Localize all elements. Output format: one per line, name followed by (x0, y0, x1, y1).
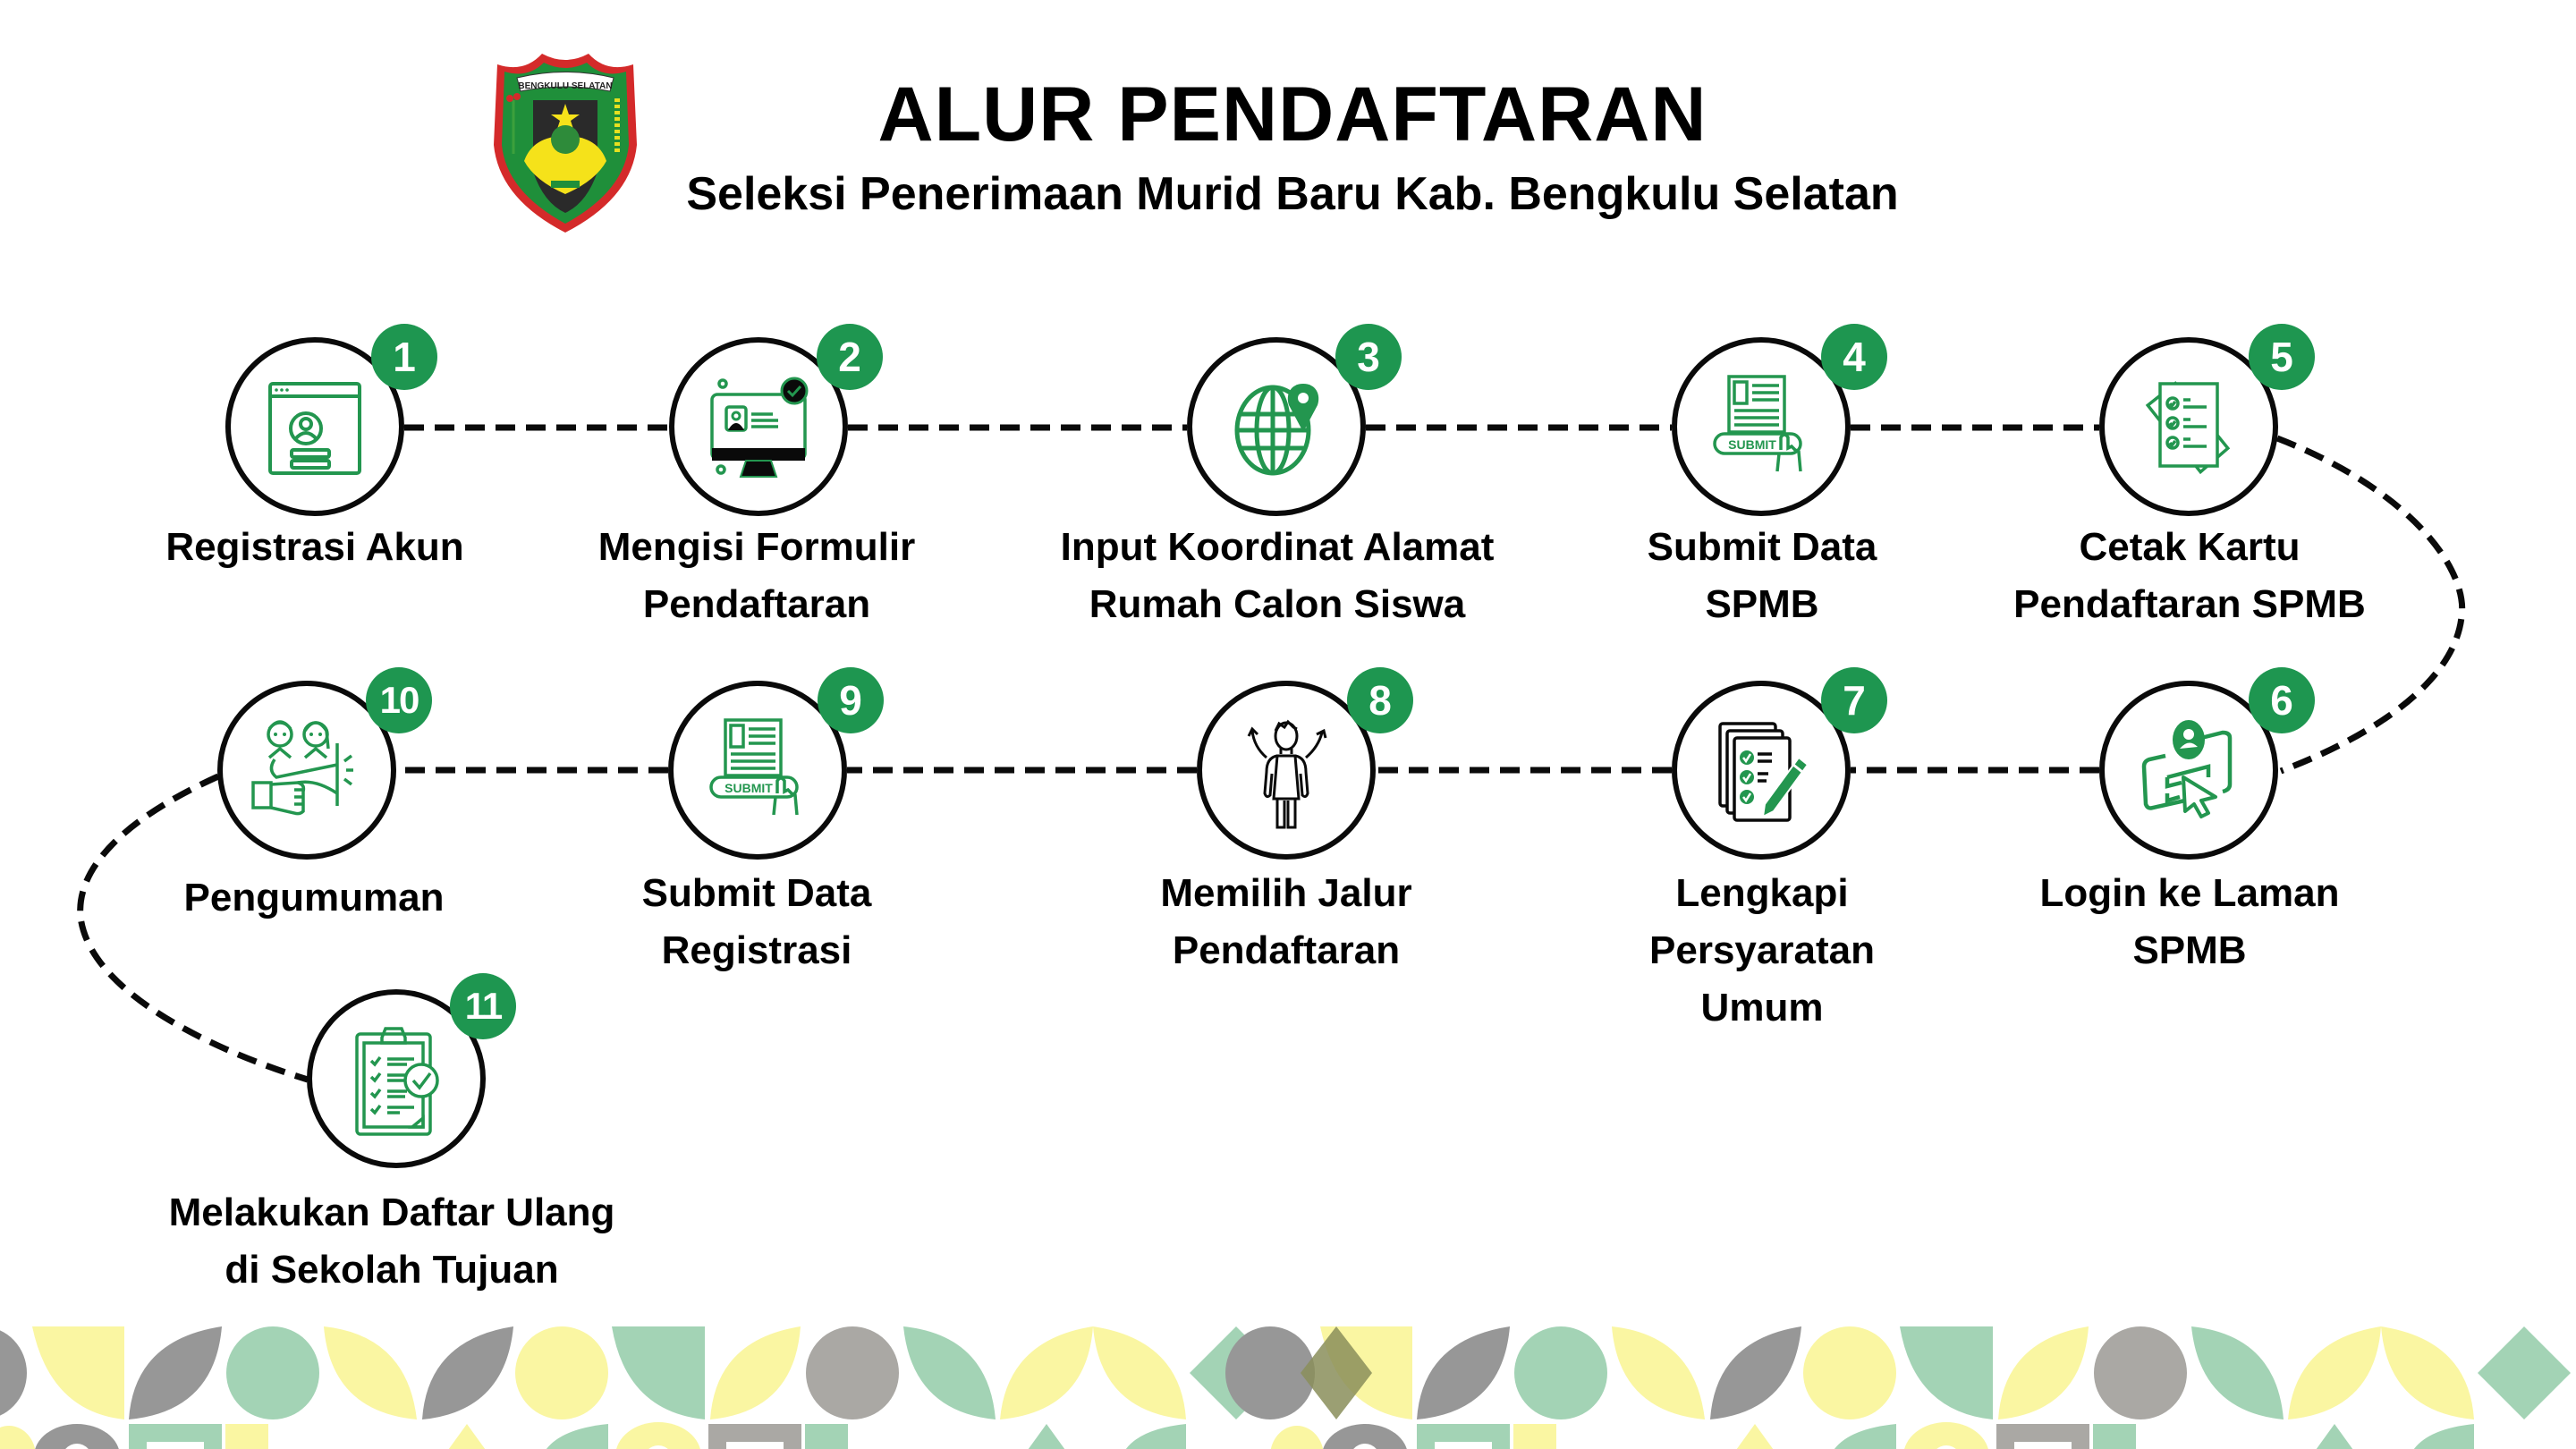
step-3-label-line2: Rumah Calon Siswa (1089, 582, 1466, 626)
bengkulu-selatan-logo: BENGKULU SELATAN (488, 47, 642, 236)
step-9-label: Submit Data Registrasi (470, 865, 1043, 979)
step-7-node (1672, 681, 1851, 860)
step-6-node (2099, 681, 2278, 860)
step-11-label: Melakukan Daftar Ulang di Sekolah Tujuan (106, 1184, 678, 1299)
monitor-form-icon (696, 364, 821, 489)
step-2-label-line2: Pendaftaran (642, 582, 871, 626)
step-10-node (217, 681, 396, 860)
step-8-node (1197, 681, 1376, 860)
step-8-label-line1: Memilih Jalur (1160, 871, 1412, 915)
person-choice-icon (1224, 708, 1349, 833)
step-7-label-line2: Persyaratan (1649, 928, 1875, 972)
step-8-label-line2: Pendaftaran (1172, 928, 1401, 972)
globe-location-icon (1214, 364, 1339, 489)
step-9-node (668, 681, 847, 860)
step-6-label: Login ke Laman SPMB (1903, 865, 2476, 979)
step-6-label-line2: SPMB (2132, 928, 2247, 972)
step-2-label: Mengisi Formulir Pendaftaran (470, 519, 1043, 633)
step-10-badge: 10 (366, 667, 432, 733)
step-11-badge: 11 (450, 973, 516, 1039)
page-subtitle: Seleksi Penerimaan Murid Baru Kab. Bengk… (686, 168, 1899, 220)
step-4-label: Submit Data SPMB (1476, 519, 2048, 633)
step-9-badge: 9 (818, 667, 884, 733)
step-8-label: Memilih Jalur Pendaftaran (1000, 865, 1572, 979)
step-11-label-line2: di Sekolah Tujuan (225, 1248, 559, 1292)
step-5-node (2099, 337, 2278, 516)
step-7-label-line1: Lengkapi (1675, 871, 1849, 915)
step-4-node (1672, 337, 1851, 516)
geometric-pattern-icon (0, 1326, 2571, 1449)
step-2-badge: 2 (817, 324, 883, 390)
step-7-badge: 7 (1821, 667, 1887, 733)
step-2-label-line1: Mengisi Formulir (597, 525, 916, 569)
step-4-label-line2: SPMB (1705, 582, 1819, 626)
step-3-label: Input Koordinat Alamat Rumah Calon Siswa (991, 519, 1563, 633)
step-1-label-line1: Registrasi Akun (165, 525, 464, 569)
step-11-label-line1: Melakukan Daftar Ulang (168, 1191, 615, 1234)
step-5-label-line1: Cetak Kartu (2079, 525, 2301, 569)
step-7-label: Lengkapi Persyaratan Umum (1476, 865, 2048, 1037)
checklist-documents-icon (2126, 364, 2251, 489)
step-3-badge: 3 (1335, 324, 1402, 390)
step-3-label-line1: Input Koordinat Alamat (1060, 525, 1495, 569)
step-3-node (1187, 337, 1366, 516)
page-title: ALUR PENDAFTARAN (0, 70, 2576, 159)
step-5-label: Cetak Kartu Pendaftaran SPMB (1903, 519, 2476, 633)
login-cursor-icon (2126, 708, 2251, 833)
step-1-label: Registrasi Akun (29, 519, 601, 576)
step-5-label-line2: Pendaftaran SPMB (2013, 582, 2366, 626)
step-9-label-line2: Registrasi (661, 928, 852, 972)
step-7-label-line3: Umum (1700, 986, 1824, 1030)
step-8-badge: 8 (1347, 667, 1413, 733)
step-6-label-line1: Login ke Laman (2039, 871, 2340, 915)
step-10-label: Pengumuman (28, 869, 600, 927)
account-registration-icon (252, 364, 377, 489)
logo-banner-text: BENGKULU SELATAN (518, 81, 612, 91)
page-title-text: ALUR PENDAFTARAN (877, 72, 1707, 157)
submit-form-icon (695, 708, 820, 833)
step-6-badge: 6 (2249, 667, 2315, 733)
step-5-badge: 5 (2249, 324, 2315, 390)
step-1-badge: 1 (371, 324, 437, 390)
announcement-megaphone-icon (244, 708, 369, 833)
submit-form-icon (1699, 364, 1824, 489)
step-11-node (307, 989, 486, 1168)
decorative-footer-pattern (0, 1322, 2576, 1449)
step-9-label-line1: Submit Data (641, 871, 872, 915)
connector-10-11 (77, 773, 309, 1083)
requirements-checklist-icon (1699, 708, 1824, 833)
step-10-label-line1: Pengumuman (183, 876, 445, 919)
step-4-badge: 4 (1821, 324, 1887, 390)
clipboard-approved-icon (334, 1016, 459, 1141)
step-4-label-line1: Submit Data (1647, 525, 1877, 569)
